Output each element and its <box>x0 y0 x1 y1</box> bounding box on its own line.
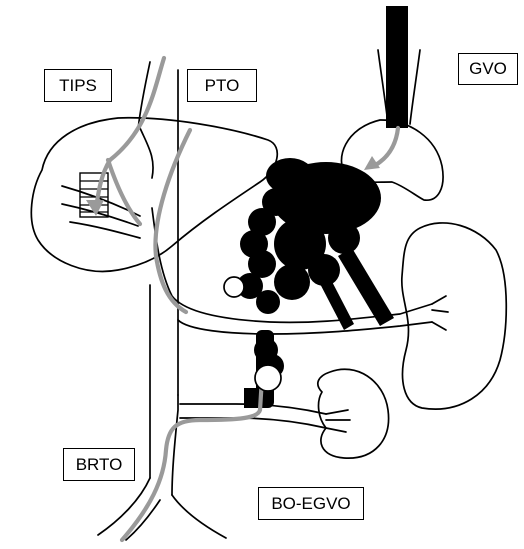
label-brto: BRTO <box>63 448 135 481</box>
esophagus <box>386 6 408 128</box>
esophagus-edge <box>410 50 420 124</box>
hepatic-vein <box>70 222 140 238</box>
pto-catheter <box>155 130 190 312</box>
label-bo-egvo: BO-EGVO <box>258 487 364 520</box>
spleen <box>402 223 506 409</box>
splenic-hilum <box>432 296 448 330</box>
brto-balloon <box>255 365 281 391</box>
ivc-lower <box>172 395 178 495</box>
renal-hilum <box>326 410 350 432</box>
iliac-bifurcation-right <box>172 495 226 538</box>
liver-lobe-line <box>140 128 153 178</box>
label-gvo: GVO <box>458 53 518 85</box>
gvo-catheter <box>374 128 398 166</box>
iliac-bifurcation-left <box>98 478 150 535</box>
pto-balloon <box>224 277 244 297</box>
label-pto: PTO <box>187 69 257 102</box>
tips-catheter-tail <box>108 160 140 224</box>
label-tips: TIPS <box>44 69 112 102</box>
